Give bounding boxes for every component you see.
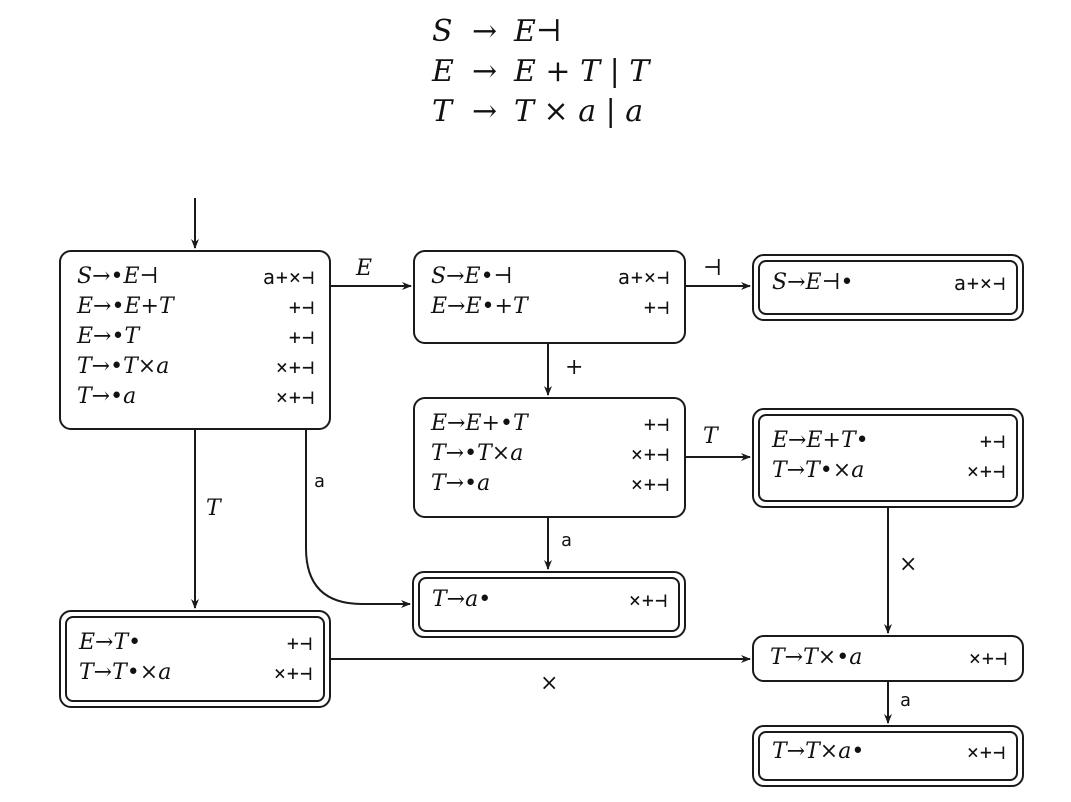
item-production: T→T×•a	[770, 645, 863, 670]
item-production: S→E⊣•	[772, 270, 854, 295]
item-production: E→E•+T	[431, 294, 528, 319]
lr-item: E→E+•T +⊣	[431, 409, 670, 439]
rule-rhs: E⊣	[514, 14, 562, 49]
item-lookahead: ×+⊣	[275, 385, 315, 409]
edge-label-plus: +	[565, 355, 584, 380]
lr-item: T→•a ×+⊣	[431, 469, 670, 499]
grammar-rule: S → E⊣	[432, 12, 649, 52]
edge-label-times: ×	[540, 671, 559, 696]
lr-item: T→•a ×+⊣	[77, 382, 315, 412]
grammar-rules: S → E⊣ E → E + T | T T → T × a | a	[432, 12, 649, 132]
grammar-rule: T → T × a | a	[432, 92, 649, 132]
state-1: S→E•⊣ a+×⊣ E→E•+T +⊣	[413, 250, 686, 344]
rule-arrow: →	[472, 14, 498, 49]
rule-arrow: →	[472, 94, 498, 129]
item-production: T→a•	[432, 587, 492, 612]
rule-rhs: T × a | a	[514, 94, 644, 129]
edge-label-a: a	[561, 530, 572, 551]
state-0: S→•E⊣ a+×⊣ E→•E+T +⊣ E→•T +⊣ T→•T×a ×+⊣ T→•a…	[59, 250, 331, 430]
state-5-accepting: T→a• ×+⊣	[412, 571, 686, 638]
lr-item: T→T×a• ×+⊣	[772, 737, 1006, 767]
lr-item: T→•T×a ×+⊣	[77, 352, 315, 382]
lr-item: T→•T×a ×+⊣	[431, 439, 670, 469]
state-8-accepting: T→T×a• ×+⊣	[752, 725, 1024, 787]
lr-item: S→E•⊣ a+×⊣	[431, 262, 670, 292]
item-lookahead: ×+⊣	[273, 661, 313, 685]
lr-item: E→•T +⊣	[77, 322, 315, 352]
item-production: T→T×a•	[772, 739, 865, 764]
state-6-accepting: E→T• +⊣ T→T•×a ×+⊣	[59, 610, 331, 708]
edge-0-5	[305, 430, 411, 608]
item-lookahead: +⊣	[643, 295, 670, 319]
lr-item: E→•E+T +⊣	[77, 292, 315, 322]
rule-rhs: E + T | T	[514, 54, 650, 89]
item-lookahead: ×+⊣	[630, 472, 670, 496]
item-production: E→E+T•	[772, 428, 869, 453]
grammar-rule: E → E + T | T	[432, 52, 649, 92]
state-7: T→T×•a ×+⊣	[752, 635, 1024, 682]
rule-arrow: →	[472, 54, 498, 89]
edge-label-end: ⊣	[703, 256, 722, 281]
item-lookahead: ×+⊣	[966, 459, 1006, 483]
state-3: E→E+•T +⊣ T→•T×a ×+⊣ T→•a ×+⊣	[413, 397, 686, 518]
item-production: E→E+•T	[431, 411, 528, 436]
item-lookahead: a+×⊣	[953, 271, 1006, 295]
item-lookahead: ×+⊣	[968, 646, 1008, 670]
lr-item: S→E⊣• a+×⊣	[772, 268, 1006, 298]
edge-label-E: E	[356, 256, 373, 281]
item-lookahead: +⊣	[286, 631, 313, 655]
item-production: T→T•×a	[79, 660, 172, 685]
rule-lhs: E	[432, 54, 454, 89]
item-lookahead: +⊣	[979, 429, 1006, 453]
edge-label-T: T	[206, 496, 221, 521]
item-lookahead: ×+⊣	[630, 442, 670, 466]
lr-item: T→T•×a ×+⊣	[772, 456, 1006, 486]
rule-lhs: T	[432, 94, 453, 129]
item-production: S→E•⊣	[431, 264, 513, 289]
item-production: T→T•×a	[772, 458, 865, 483]
lr-item: T→a• ×+⊣	[432, 585, 668, 615]
item-production: T→•T×a	[431, 441, 524, 466]
edge-label-T: T	[703, 424, 718, 449]
item-lookahead: ×+⊣	[275, 355, 315, 379]
item-production: E→•E+T	[77, 294, 174, 319]
lr-item: E→E+T• +⊣	[772, 426, 1006, 456]
item-lookahead: a+×⊣	[262, 265, 315, 289]
item-lookahead: +⊣	[288, 325, 315, 349]
item-production: E→•T	[77, 324, 140, 349]
lr-item: T→T•×a ×+⊣	[79, 658, 313, 688]
item-lookahead: +⊣	[288, 295, 315, 319]
state-2-accepting: S→E⊣• a+×⊣	[752, 254, 1024, 321]
item-lookahead: a+×⊣	[617, 265, 670, 289]
state-4-accepting: E→E+T• +⊣ T→T•×a ×+⊣	[752, 408, 1024, 508]
edge-label-a: a	[314, 471, 325, 492]
edge-label-times: ×	[899, 552, 918, 577]
lr-item: T→T×•a ×+⊣	[770, 643, 1008, 673]
item-production: S→•E⊣	[77, 264, 159, 289]
item-production: T→•a	[77, 384, 137, 409]
rule-lhs: S	[432, 14, 453, 49]
lr-item: E→T• +⊣	[79, 628, 313, 658]
lr-item: S→•E⊣ a+×⊣	[77, 262, 315, 292]
item-production: T→•T×a	[77, 354, 170, 379]
item-production: T→•a	[431, 471, 491, 496]
edge-label-a: a	[900, 690, 911, 711]
item-lookahead: ×+⊣	[966, 740, 1006, 764]
item-lookahead: ×+⊣	[628, 588, 668, 612]
item-lookahead: +⊣	[643, 412, 670, 436]
item-production: E→T•	[79, 630, 142, 655]
lr-item: E→E•+T +⊣	[431, 292, 670, 322]
